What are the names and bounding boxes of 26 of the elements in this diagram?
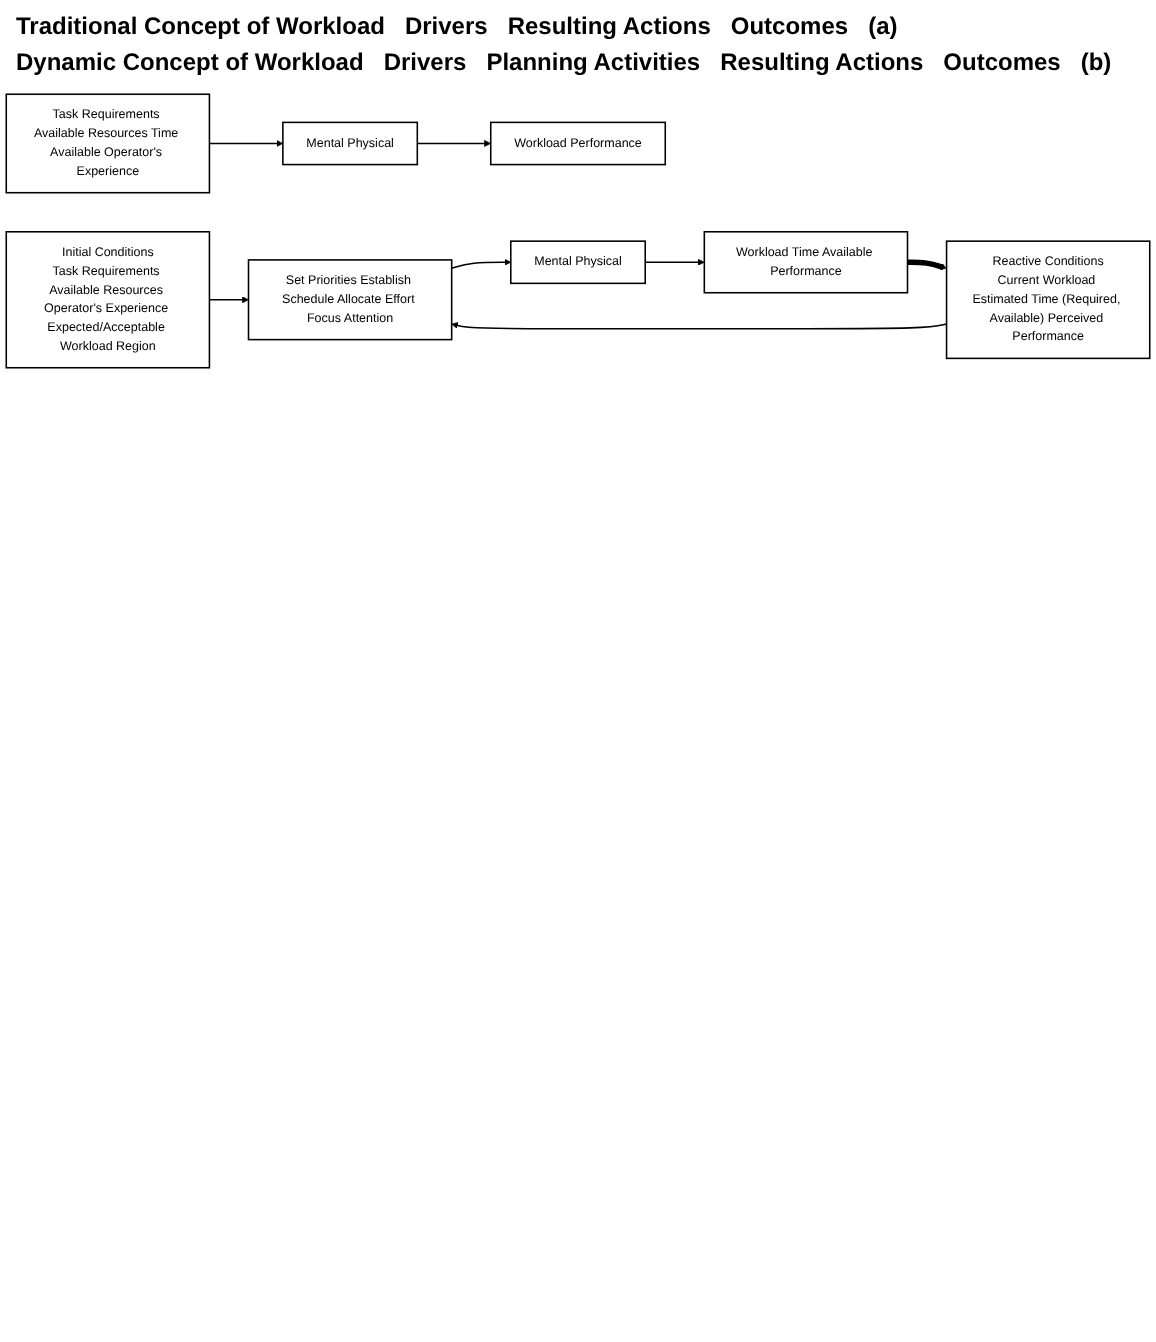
node-box [247, 259, 453, 341]
arrow [416, 140, 492, 147]
column-heading: Dynamic Concept of Workload [16, 48, 364, 76]
column-heading: Resulting Actions [507, 12, 711, 40]
column-heading: (a) [868, 12, 898, 40]
arrow [644, 258, 705, 266]
column-heading: Drivers [383, 48, 467, 76]
column-heading: Traditional Concept of Workload [16, 12, 385, 40]
arrow [450, 258, 512, 270]
column-heading: Outcomes [730, 12, 849, 40]
column-heading: Drivers [404, 12, 488, 40]
node-box [510, 240, 646, 285]
node-box [282, 121, 419, 166]
node-box [703, 231, 909, 294]
node-box [5, 231, 211, 369]
column-heading: Planning Activities [486, 48, 701, 76]
node-box [945, 240, 1151, 360]
node-box [5, 93, 211, 194]
column-heading: (b) [1080, 48, 1112, 76]
arrow [208, 140, 284, 147]
node-box [489, 121, 667, 166]
column-heading: Resulting Actions [720, 48, 924, 76]
arrow [907, 259, 947, 270]
arrow [208, 296, 249, 304]
arrow [451, 322, 948, 330]
column-heading: Outcomes [943, 48, 1061, 76]
